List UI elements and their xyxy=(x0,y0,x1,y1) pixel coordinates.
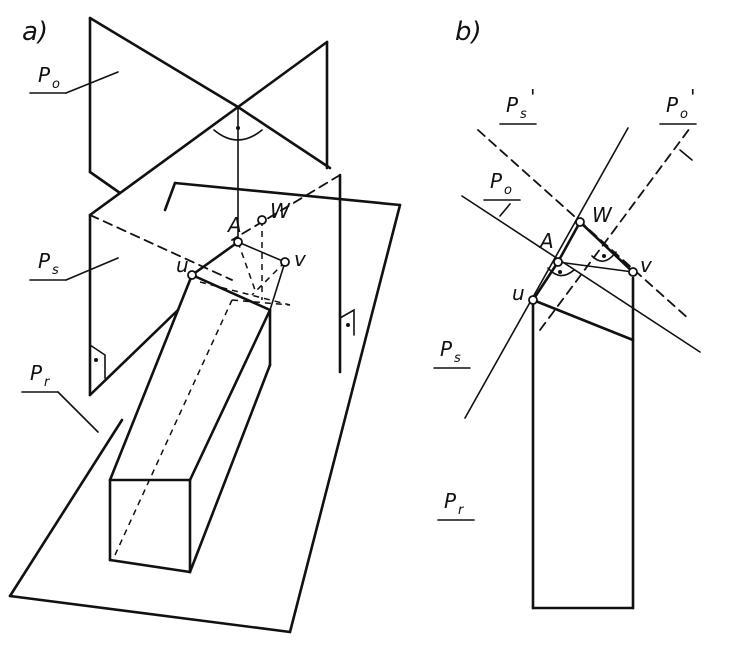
plane-pr xyxy=(8,181,402,634)
point-w xyxy=(257,215,267,225)
svg-text:o: o xyxy=(504,183,512,198)
label-u-b: u xyxy=(512,281,525,305)
prism-projection xyxy=(531,220,635,610)
panel-b: b) A W xyxy=(433,17,701,610)
label-ps-b: P s xyxy=(433,337,471,369)
svg-text:P: P xyxy=(444,489,457,513)
svg-text:P: P xyxy=(38,63,51,87)
point-v xyxy=(280,257,290,267)
point-u xyxy=(187,270,197,280)
svg-text:s: s xyxy=(52,263,59,278)
label-v: v xyxy=(294,247,307,271)
svg-text:s: s xyxy=(520,107,527,122)
label-u: u xyxy=(176,253,189,277)
line-po-prime xyxy=(539,127,691,331)
right-angle-marks xyxy=(89,126,355,379)
label-po-a: P o xyxy=(29,63,119,94)
label-po-b: P o xyxy=(483,169,521,201)
label-po-prime-b: P o ' xyxy=(659,85,697,125)
label-pr-a: P r xyxy=(21,361,99,433)
svg-text:P: P xyxy=(506,93,519,117)
svg-text:P: P xyxy=(666,93,679,117)
point-a-b xyxy=(553,257,563,267)
plane-ps xyxy=(88,173,342,397)
angle-mark-a xyxy=(547,267,575,277)
plane-ps-upper xyxy=(88,40,329,217)
svg-text:o: o xyxy=(680,107,688,122)
label-ps-a: P s xyxy=(29,249,119,281)
point-v-b xyxy=(628,267,638,277)
label-w: W xyxy=(270,199,291,223)
svg-text:P: P xyxy=(38,249,51,273)
svg-text:': ' xyxy=(530,85,536,109)
label-ps-prime-b: P s ' xyxy=(499,85,537,125)
svg-text:P: P xyxy=(440,337,453,361)
svg-text:P: P xyxy=(30,361,43,385)
prism xyxy=(108,220,291,574)
svg-text:r: r xyxy=(44,375,51,390)
svg-text:s: s xyxy=(454,351,461,366)
svg-text:': ' xyxy=(690,85,696,109)
label-a-b: A xyxy=(538,229,554,253)
line-ps xyxy=(464,127,629,419)
point-u-b xyxy=(528,295,538,305)
panel-b-label: b) xyxy=(455,17,482,47)
label-v-b: v xyxy=(640,253,653,277)
svg-text:P: P xyxy=(490,169,503,193)
svg-text:r: r xyxy=(458,503,465,518)
svg-text:o: o xyxy=(52,77,60,92)
point-a xyxy=(233,237,243,247)
plane-po xyxy=(88,16,332,195)
point-w-b xyxy=(575,217,585,227)
label-a: A xyxy=(226,213,242,237)
panel-a-label: a) xyxy=(22,17,48,47)
panel-a: a) xyxy=(8,16,402,634)
label-w-b: W xyxy=(592,203,613,227)
label-pr-b: P r xyxy=(437,489,475,521)
angle-mark-v xyxy=(591,251,617,262)
